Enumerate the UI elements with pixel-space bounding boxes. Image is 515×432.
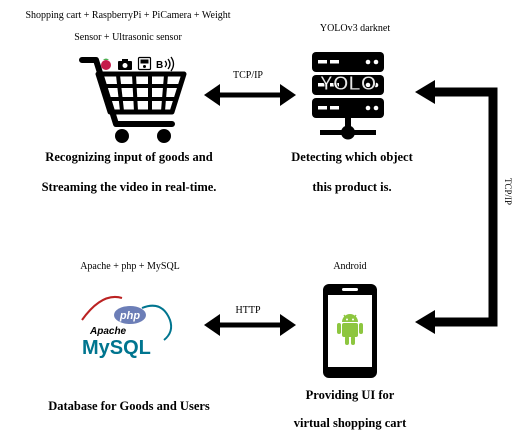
cart-caption-line1: Recognizing input of goods and [45, 150, 213, 164]
db-android-arrow [204, 314, 296, 336]
cart-title-line2: Sensor + Ultrasonic sensor [74, 32, 182, 43]
android-robot-icon [337, 314, 363, 345]
cart-server-arrow [204, 84, 296, 106]
camera-icon [118, 59, 132, 70]
cart-server-link-label: TCP/IP [232, 70, 263, 81]
server-android-link-label: TCP/IP [503, 178, 513, 206]
server-caption-line1: Detecting which object [291, 150, 413, 164]
svg-text:B: B [156, 60, 163, 71]
server-title: YOLOv3 darknet [319, 23, 391, 34]
weight-scale-icon [137, 56, 152, 71]
database-title: Apache + php + MySQL [80, 261, 180, 272]
db-android-link-label: HTTP [235, 305, 261, 316]
shopping-cart-icon [79, 57, 187, 143]
database-caption: Database for Goods and Users [48, 399, 210, 413]
android-caption-line2: virtual shopping cart [293, 416, 407, 430]
cart-caption-line2: Streaming the video in real-time. [41, 180, 217, 194]
android-title: Android [333, 261, 367, 272]
server-android-arrow [415, 80, 498, 334]
raspberry-pi-icon [101, 58, 111, 70]
server-icon: YOLO [312, 52, 384, 140]
cart-title-line1: Shopping cart + RaspberryPi + PiCamera +… [25, 10, 231, 21]
server-caption-line2: this product is. [312, 180, 392, 194]
ultrasonic-sensor-icon: B [156, 56, 175, 72]
mysql-logo-text: MySQL [82, 337, 151, 359]
php-logo-text: php [119, 310, 140, 322]
yolo-logo-text: YOLO [320, 73, 377, 95]
apache-logo-text: Apache [89, 326, 127, 337]
mysql-php-logo: php Apache MySQL [81, 296, 173, 359]
android-caption-line1: Providing UI for [305, 388, 395, 402]
